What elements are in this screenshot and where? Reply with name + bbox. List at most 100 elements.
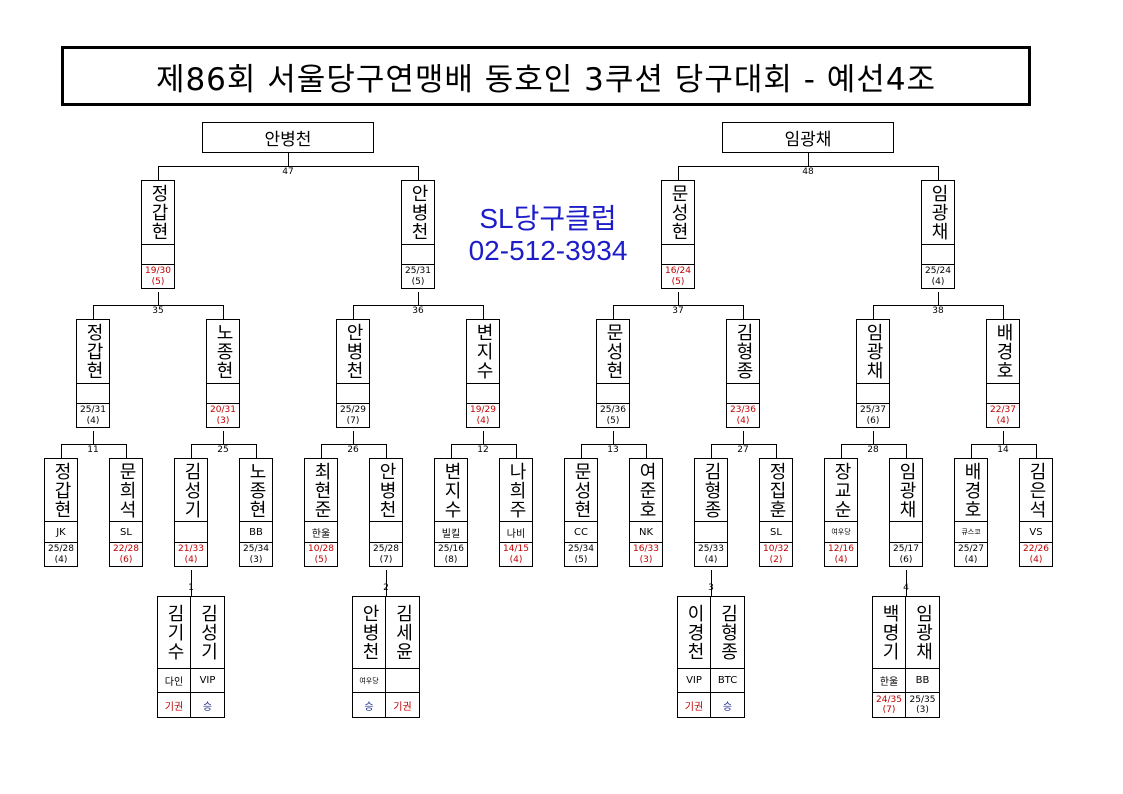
player-score: 19/30(5) [145,266,171,287]
match-number: 27 [737,445,749,455]
player-club: VS [1020,522,1052,543]
bracket-line [158,292,159,305]
player-club: CC [565,522,597,543]
bracket-line [678,166,679,180]
player-score: 10/28(5) [308,544,334,565]
player-club [370,522,402,543]
semi-player-card: 문성현 16/24(5) [661,180,695,289]
player-club: VIP [191,669,224,693]
bracket-line [678,292,679,305]
player-name: 안병천 [370,459,402,522]
bracket-line [678,166,939,167]
final-right-winner: 임광채 [722,122,894,153]
player-name: 김형종 [695,459,727,522]
player-club [890,522,922,543]
player-club: JK [45,522,77,543]
player-name: 문성현 [565,459,597,522]
player-name: 임광채 [906,597,939,669]
bracket-line [288,153,289,166]
bracket-line [906,444,907,458]
bracket-line [451,444,517,445]
final-left-winner: 안병천 [202,122,374,153]
bracket-line [938,292,939,305]
match-result: 기권 [164,701,184,713]
player-club: 큐스코 [955,522,987,543]
player-score: 25/33(4) [698,544,724,565]
player-club: BB [240,522,272,543]
player-club: 여우당 [825,522,857,543]
player-name: 나희주 [500,459,532,522]
player-name: 문성현 [662,181,694,245]
bracket-line [776,444,777,458]
bracket-line [353,431,354,444]
player-name: 문성현 [597,320,629,384]
player-score: 25/29(7) [340,405,366,426]
player-name: 임광채 [890,459,922,522]
match-number: 4 [903,583,909,593]
match-number: 37 [672,306,684,316]
bracket-line [353,305,354,319]
match-number: 11 [87,445,99,455]
player-club: BTC [711,669,744,693]
player-name: 배경호 [987,320,1019,384]
player-score: 25/17(6) [893,544,919,565]
player-score: 25/34(5) [568,544,594,565]
bracket-line [223,305,224,319]
match-number: 36 [412,306,424,316]
bracket-line [1003,305,1004,319]
page-title: 제86회 서울당구연맹배 동호인 3쿠션 당구대회 - 예선4조 [61,46,1031,106]
player-name: 안병천 [337,320,369,384]
player-club: 한울 [873,669,906,693]
bracket-line [743,305,744,319]
match-number: 3 [708,583,714,593]
player-score: 25/28(4) [48,544,74,565]
player-score: 25/34(3) [243,544,269,565]
player-score: 22/28(6) [113,544,139,565]
player-club: 여우당 [353,669,386,693]
club-name: SL당구클럽 [479,203,617,234]
bracket-line [386,570,387,596]
bracket-line [191,444,192,458]
player-score: 22/37(4) [990,405,1016,426]
player-club: 한울 [305,522,337,543]
match-number: 35 [152,306,164,316]
club-info: SL당구클럽 02-512-3934 [448,203,648,267]
bracket-line [321,444,387,445]
player-club [175,522,207,543]
bracket-line [191,570,192,596]
bracket-line [223,431,224,444]
bracket-line [158,166,159,180]
player-name: 배경호 [955,459,987,522]
match-number: 25 [217,445,229,455]
bracket-line [418,292,419,305]
bracket-line [581,444,647,445]
player-score: 21/33(4) [178,544,204,565]
quarter-player-card: 배경호 22/37(4) [986,319,1020,428]
bracket-line [971,444,1037,445]
player-score: 20/31(3) [210,405,236,426]
player-club: NK [630,522,662,543]
player-name: 정갑현 [45,459,77,522]
player-name: 안병천 [353,597,386,669]
player-club [386,669,419,693]
match-number: 28 [867,445,879,455]
player-score: 22/26(4) [1023,544,1049,565]
quarter-player-card: 안병천 25/29(7) [336,319,370,428]
bracket-line [93,431,94,444]
match-number: 13 [607,445,619,455]
player-club: 나비 [500,522,532,543]
bracket-line [873,431,874,444]
player-score: 16/24(5) [665,266,691,287]
bracket-line [516,444,517,458]
bracket-line [646,444,647,458]
